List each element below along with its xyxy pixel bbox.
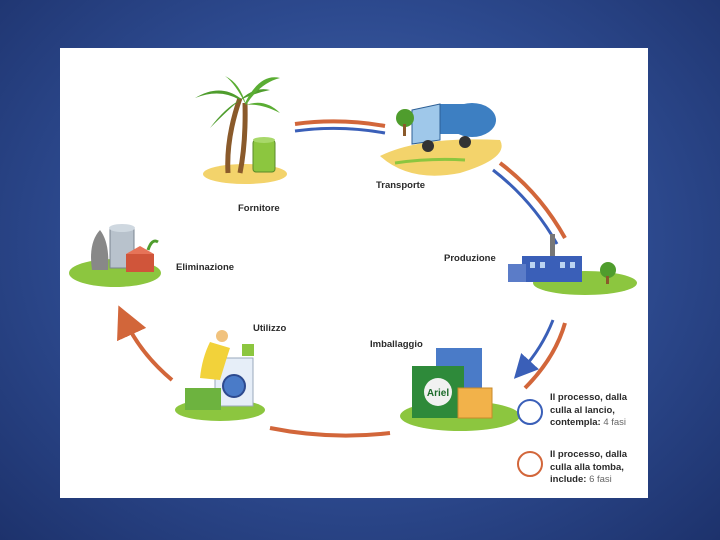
label-utilizzo: Utilizzo xyxy=(253,323,286,334)
imballaggio-illustration: Ariel xyxy=(400,348,520,431)
arrow-utilizzo-to-eliminazione xyxy=(125,320,172,380)
transporte-illustration xyxy=(380,103,502,176)
legend-blue-text: Il processo, dalla culla al lancio, cont… xyxy=(550,392,650,430)
legend-blue-count: 4 fasi xyxy=(603,417,626,428)
label-fornitore: Fornitore xyxy=(238,203,280,214)
arrow-imballaggio-to-utilizzo xyxy=(270,428,390,436)
arrow-fornitore-to-transporte xyxy=(295,121,385,133)
arrow-transporte-to-produzione xyxy=(493,163,565,244)
diagram-card: Ariel Fornit xyxy=(60,48,648,498)
arrow-produzione-to-imballaggio xyxy=(522,320,565,388)
legend-orange-count: 6 fasi xyxy=(589,474,612,485)
label-produzione: Produzione xyxy=(444,253,496,264)
utilizzo-illustration xyxy=(175,330,265,421)
product-brand-text: Ariel xyxy=(427,388,449,399)
label-transporte: Transporte xyxy=(376,180,425,191)
label-eliminazione: Eliminazione xyxy=(176,262,234,273)
legend-orange-text: Il processo, dalla culla alla tomba, inc… xyxy=(550,449,650,487)
fornitore-illustration xyxy=(195,76,287,184)
lifecycle-diagram: Ariel xyxy=(60,48,648,498)
produzione-illustration xyxy=(508,234,637,295)
legend-blue-icon xyxy=(518,400,542,424)
label-imballaggio: Imballaggio xyxy=(370,339,423,350)
eliminazione-illustration xyxy=(69,224,161,287)
legend-orange-icon xyxy=(518,452,542,476)
